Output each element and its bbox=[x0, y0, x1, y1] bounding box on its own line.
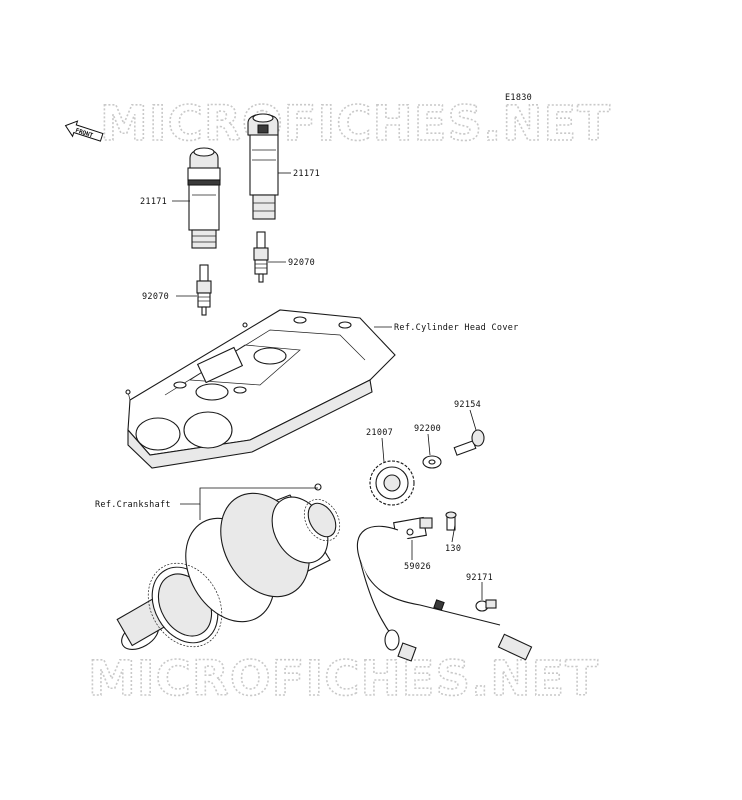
diagram-code: E1830 bbox=[505, 93, 532, 103]
spark-plug-right bbox=[253, 231, 269, 283]
bolt-130 bbox=[445, 511, 457, 531]
label-crankshaft-ref: Ref.Crankshaft bbox=[95, 500, 171, 510]
label-head-cover-ref: Ref.Cylinder Head Cover bbox=[394, 323, 519, 333]
wiring-harness bbox=[356, 525, 533, 662]
label-washer: 92200 bbox=[414, 424, 441, 434]
bolt-92154 bbox=[453, 429, 485, 456]
watermark-top: MICROFICHES.NET bbox=[100, 96, 611, 152]
label-plug-left: 92070 bbox=[142, 292, 169, 302]
timing-rotor bbox=[369, 460, 415, 506]
front-arrow-label: FRONT bbox=[74, 127, 94, 139]
label-sensor: 59026 bbox=[404, 562, 431, 572]
clamp-92171 bbox=[475, 599, 497, 612]
label-rotor: 21007 bbox=[366, 428, 393, 438]
crankshaft bbox=[116, 483, 341, 650]
ignition-coil-left bbox=[187, 147, 221, 249]
label-bolt-small: 130 bbox=[445, 544, 461, 554]
front-arrow-icon: FRONT bbox=[64, 120, 104, 142]
cylinder-head-cover bbox=[125, 309, 396, 469]
label-coil-right: 21171 bbox=[293, 169, 320, 179]
label-coil-left: 21171 bbox=[140, 197, 167, 207]
label-plug-right: 92070 bbox=[288, 258, 315, 268]
label-clamp: 92171 bbox=[466, 573, 493, 583]
watermark-bottom: MICROFICHES.NET bbox=[88, 651, 599, 707]
spark-plug-left bbox=[196, 264, 212, 316]
ignition-coil-right bbox=[247, 113, 279, 220]
label-bolt-big: 92154 bbox=[454, 400, 481, 410]
leader-lines bbox=[172, 172, 483, 600]
washer bbox=[422, 455, 442, 469]
